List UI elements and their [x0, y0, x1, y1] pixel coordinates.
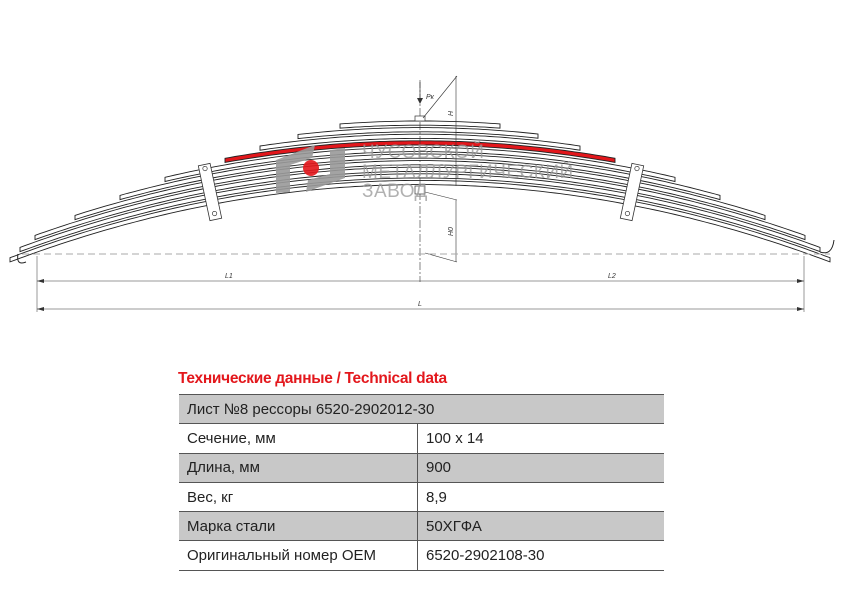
- section-title: Технические данные / Technical data: [178, 370, 447, 387]
- row-label: Марка стали: [179, 511, 418, 542]
- height0-label: H0: [448, 227, 455, 236]
- row-value: 6520-2902108-30: [417, 540, 664, 571]
- watermark-line2: МЕТАЛЛУРГИЧЕСКИЙ: [362, 161, 574, 183]
- table-header-row: Лист №8 рессоры 6520-2902012-30: [179, 393, 664, 425]
- row-value: 8,9: [417, 482, 664, 513]
- center-bolt-bottom: [414, 185, 426, 195]
- watermark-logo: ЧУСОВСКОЙ МЕТАЛЛУРГИЧЕСКИЙ ЗАВОД: [276, 141, 574, 202]
- row-label: Вес, кг: [179, 482, 418, 513]
- spring-leaf: [297, 127, 539, 140]
- row-value: 100 x 14: [417, 423, 664, 454]
- center-bolt-top: [414, 115, 426, 122]
- leaf-end-hooks: [17, 239, 835, 264]
- total-length-label: L: [418, 301, 422, 308]
- load-label: Pк: [426, 94, 435, 101]
- technical-data-table: Лист №8 рессоры 6520-2902012-30 Сечение,…: [179, 393, 664, 571]
- row-value: 50ХГФА: [417, 511, 664, 542]
- spring-leaf: [259, 133, 581, 151]
- l1-label: L1: [225, 273, 233, 280]
- height-label: H: [448, 110, 455, 116]
- row-label: Длина, мм: [179, 453, 418, 483]
- watermark-line3: ЗАВОД: [362, 181, 428, 202]
- row-label: Оригинальный номер OEM: [179, 540, 418, 571]
- load-arrow-head: [417, 98, 423, 104]
- l2-label: L2: [608, 273, 616, 280]
- table-header: Лист №8 рессоры 6520-2902012-30: [179, 393, 664, 425]
- right-clamp: [619, 162, 645, 222]
- left-clamp: [197, 162, 223, 222]
- row-label: Сечение, мм: [179, 423, 418, 454]
- row-value: 900: [417, 453, 664, 483]
- highlighted-leaf: [224, 140, 616, 164]
- leaf-spring-drawing: Pк H H0 L1 L2 L ЧУСОВСКОЙ МЕТАЛЛУРГИЧЕСК…: [9, 75, 835, 312]
- watermark-line1: ЧУСОВСКОЙ: [362, 141, 484, 163]
